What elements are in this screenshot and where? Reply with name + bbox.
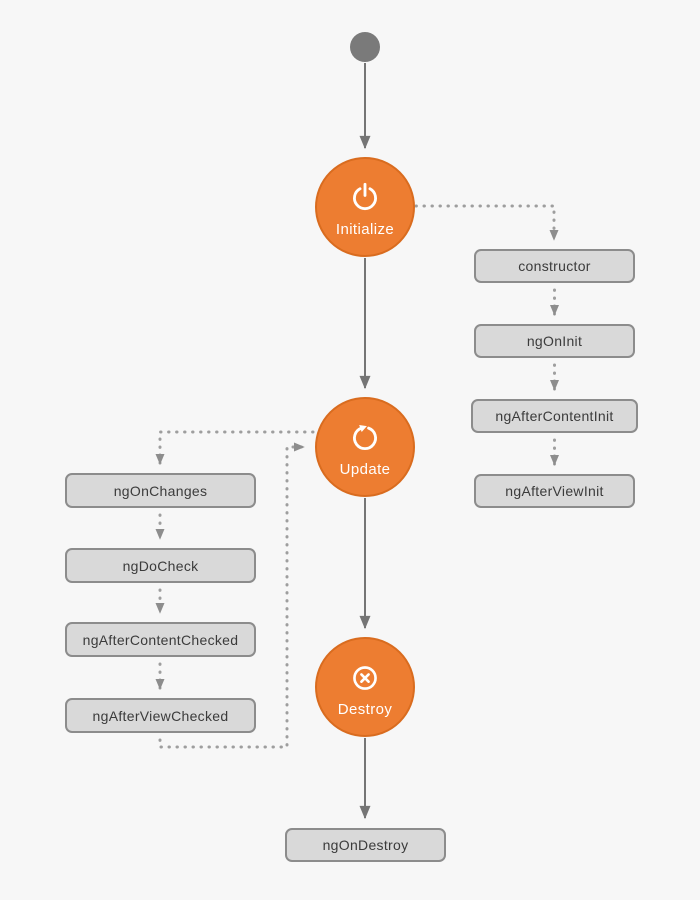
connector-update-to-ngonchanges	[155, 430, 315, 465]
hook-ngaftercontentchecked[interactable]: ngAfterContentChecked	[65, 622, 256, 657]
stage-label: Update	[339, 460, 391, 478]
hook-label: constructor	[518, 258, 591, 274]
hook-label: ngDoCheck	[122, 557, 199, 574]
hook-ngafterviewinit[interactable]: ngAfterViewInit	[474, 474, 635, 508]
connector-initialize-to-constructor	[414, 204, 559, 241]
power-icon	[346, 178, 384, 216]
stage-destroy[interactable]: Destroy	[315, 637, 415, 737]
hook-ngoninit[interactable]: ngOnInit	[474, 324, 635, 358]
hook-ngafterviewchecked[interactable]: ngAfterViewChecked	[65, 698, 256, 733]
close-circle-icon	[346, 658, 384, 696]
hook-label: ngOnDestroy	[322, 837, 409, 853]
hook-label: ngOnChanges	[113, 482, 208, 499]
refresh-icon	[346, 418, 384, 456]
hook-ngdocheck[interactable]: ngDoCheck	[65, 548, 256, 583]
hook-ngaftercontentinit[interactable]: ngAfterContentInit	[471, 399, 638, 433]
start-node	[350, 32, 380, 62]
hook-constructor[interactable]: constructor	[474, 249, 635, 283]
connector-ngafterviewchecked-back-to-update	[158, 442, 305, 749]
hook-label: ngOnInit	[526, 333, 583, 349]
hook-label: ngAfterContentChecked	[82, 631, 239, 648]
hook-label: ngAfterViewInit	[505, 483, 604, 499]
hook-ngonchanges[interactable]: ngOnChanges	[65, 473, 256, 508]
hook-ngondestroy[interactable]: ngOnDestroy	[285, 828, 446, 862]
hook-label: ngAfterViewChecked	[92, 707, 229, 724]
stage-update[interactable]: Update	[315, 397, 415, 497]
stage-initialize[interactable]: Initialize	[315, 157, 415, 257]
hook-label: ngAfterContentInit	[495, 408, 614, 424]
stage-label: Initialize	[335, 220, 395, 238]
stage-label: Destroy	[337, 700, 393, 718]
